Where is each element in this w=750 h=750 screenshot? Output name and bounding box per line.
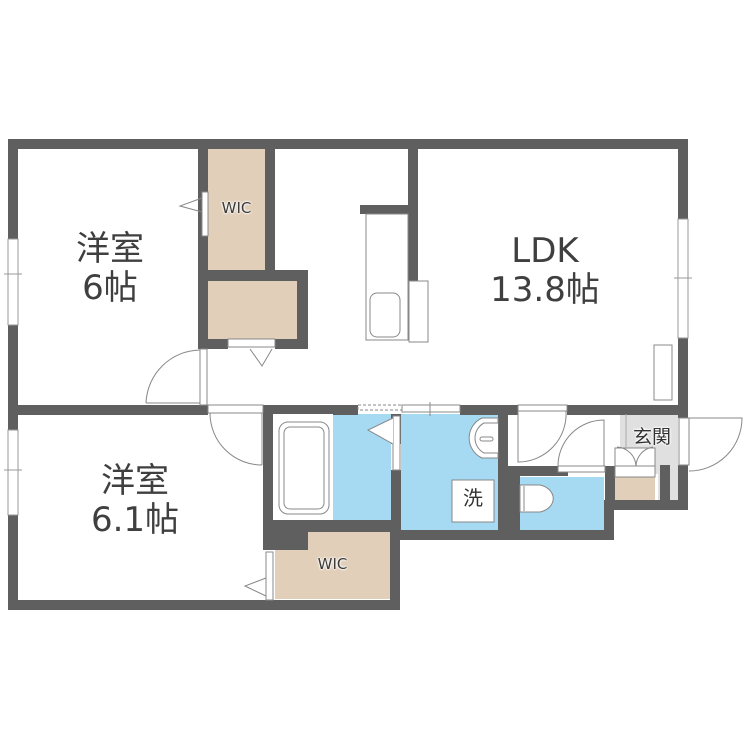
kitchen-fixtures — [365, 213, 673, 401]
bedroom1-size: 6帖 — [82, 268, 138, 309]
washer-label: 洗 — [463, 486, 483, 510]
ldk-size: 13.8帖 — [490, 270, 600, 311]
room-ldk: LDK 13.8帖 — [470, 231, 620, 311]
bedroom1-name: 洋室 — [76, 229, 144, 269]
wic1-label: WIC — [221, 199, 252, 217]
ldk-name: LDK — [511, 231, 579, 271]
entrance-label: 玄関 — [632, 426, 671, 448]
bath-fixtures — [273, 414, 554, 523]
bedroom2-size: 6.1帖 — [90, 500, 180, 541]
room-bedroom1: 洋室 6帖 — [60, 229, 160, 309]
room-bedroom2: 洋室 6.1帖 — [70, 461, 200, 541]
bedroom2-name: 洋室 — [101, 461, 169, 501]
wic2-label: WIC — [317, 555, 348, 573]
doors — [145, 191, 743, 601]
windows — [4, 218, 692, 516]
